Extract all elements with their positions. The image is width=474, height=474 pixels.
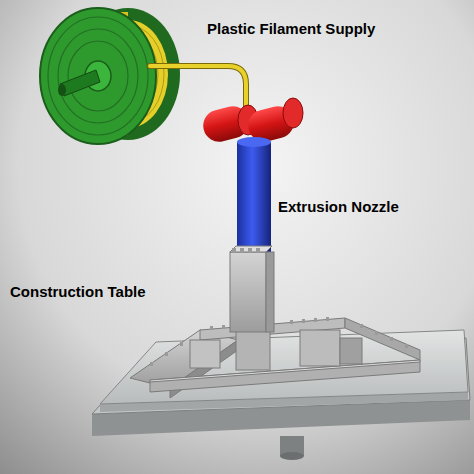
part-label: Extrusion Nozzle	[278, 198, 399, 215]
part-label: Plastic Filament Supply	[207, 20, 375, 37]
part-label: Construction Table	[10, 283, 146, 300]
